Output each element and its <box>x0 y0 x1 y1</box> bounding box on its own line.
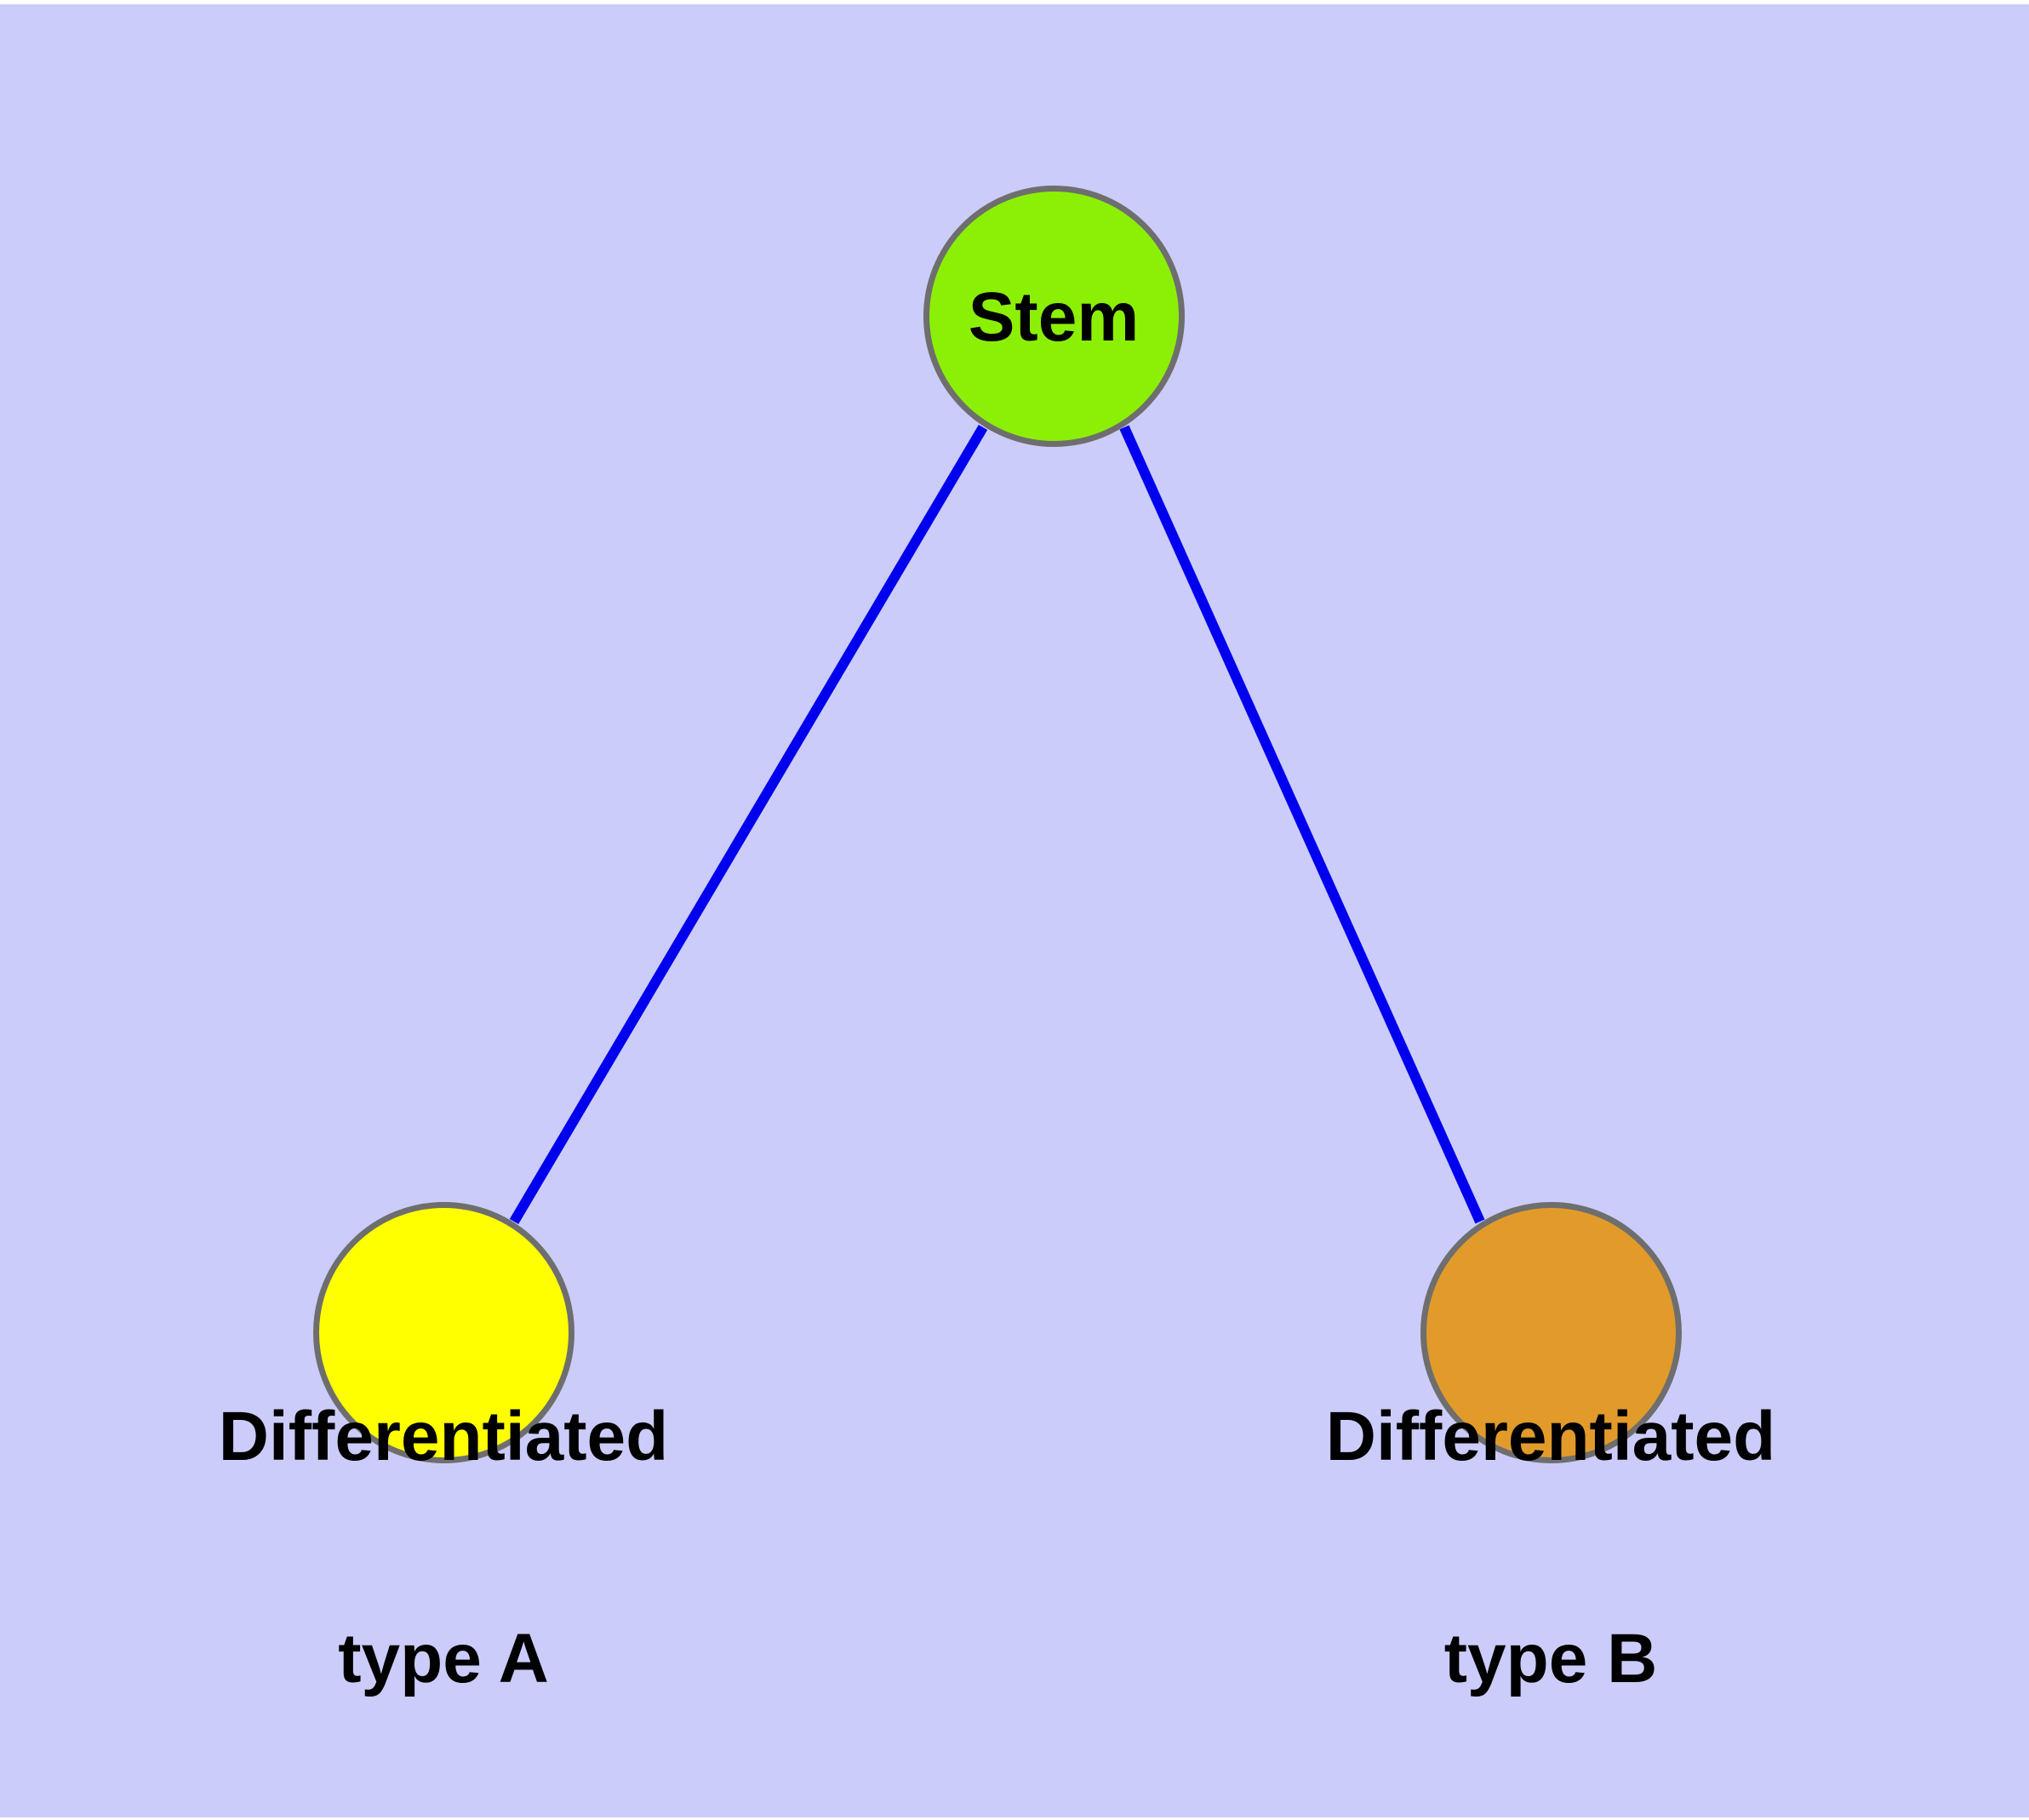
edge-layer <box>509 424 1485 1225</box>
node-differentiated-type-b[interactable] <box>1420 1202 1682 1463</box>
node-differentiated-type-a[interactable] <box>313 1202 574 1463</box>
edge-stem-to-differentiated-type-b[interactable] <box>1119 425 1485 1224</box>
edge-stem-to-differentiated-type-a[interactable] <box>509 424 988 1225</box>
node-stem[interactable] <box>923 186 1185 447</box>
graph-canvas: Stem Differentiated type A Differentiate… <box>0 4 2029 1817</box>
